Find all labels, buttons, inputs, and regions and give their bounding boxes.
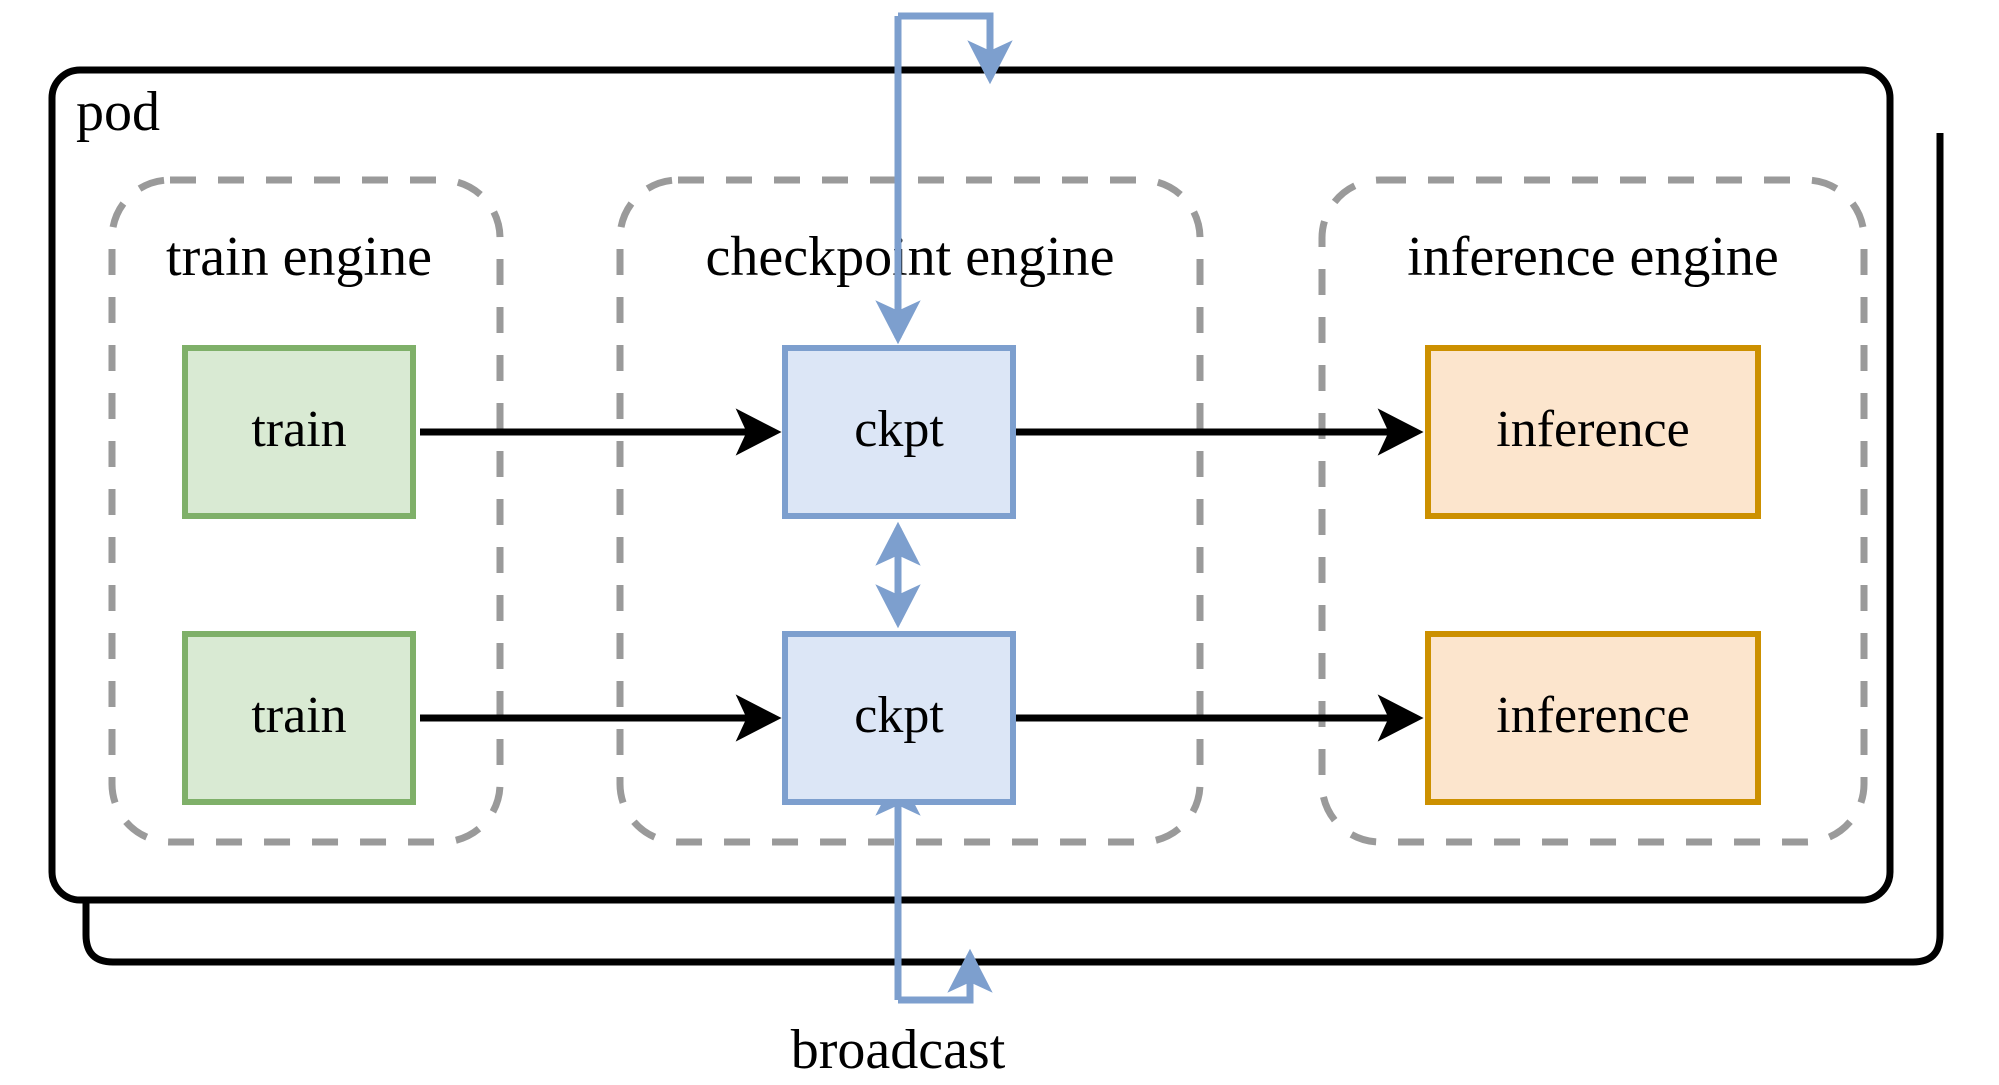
node-ckpt-bottom[interactable] xyxy=(782,631,1016,805)
pod-stack-shadow-frame xyxy=(82,133,1944,966)
train-engine-container xyxy=(108,176,504,846)
inference-engine-label: inference engine xyxy=(1407,226,1779,288)
checkpoint-engine-label: checkpoint engine xyxy=(706,226,1115,288)
node-train-top-label: train xyxy=(251,401,346,458)
node-train-bottom-label: train xyxy=(251,687,346,744)
checkpoint-engine-container xyxy=(616,176,1204,846)
node-inference-bottom[interactable] xyxy=(1425,631,1761,805)
node-ckpt-top[interactable] xyxy=(782,345,1016,519)
pod-label: pod xyxy=(76,81,160,143)
inference-engine-container xyxy=(1318,176,1868,846)
node-inference-top-label: inference xyxy=(1496,401,1689,458)
node-ckpt-top-label: ckpt xyxy=(854,401,944,458)
broadcast-bottom-hook-arrow xyxy=(898,948,993,1004)
train-engine-label: train engine xyxy=(166,226,432,288)
node-train-bottom[interactable] xyxy=(182,631,416,805)
broadcast-label: broadcast xyxy=(791,1019,1006,1081)
node-train-top[interactable] xyxy=(182,345,416,519)
node-inference-bottom-label: inference xyxy=(1496,687,1689,744)
broadcast-top-hook-arrow xyxy=(898,12,1013,85)
node-inference-top[interactable] xyxy=(1425,345,1761,519)
node-ckpt-bottom-label: ckpt xyxy=(854,687,944,744)
